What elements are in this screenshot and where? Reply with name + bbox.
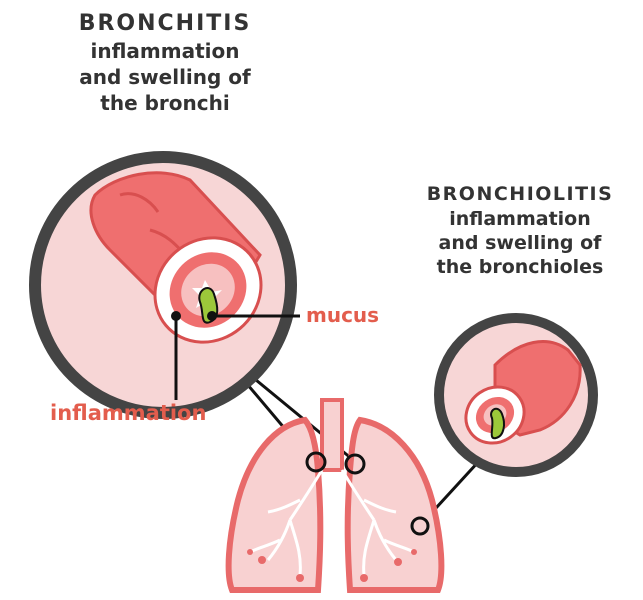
mucus-callout-dot: [207, 311, 217, 321]
bronchiolitis-magnifier: [439, 318, 593, 472]
left-lung: [229, 420, 321, 590]
right-lung: [348, 420, 442, 590]
inflammation-callout-dot: [171, 311, 181, 321]
lungs-illustration: [229, 400, 442, 590]
inflammation-label: inflammation: [50, 401, 206, 425]
mucus-label: mucus: [306, 303, 379, 327]
bronchiole-mucus-blob: [491, 409, 504, 438]
bronchitis-magnifier: [35, 157, 291, 413]
